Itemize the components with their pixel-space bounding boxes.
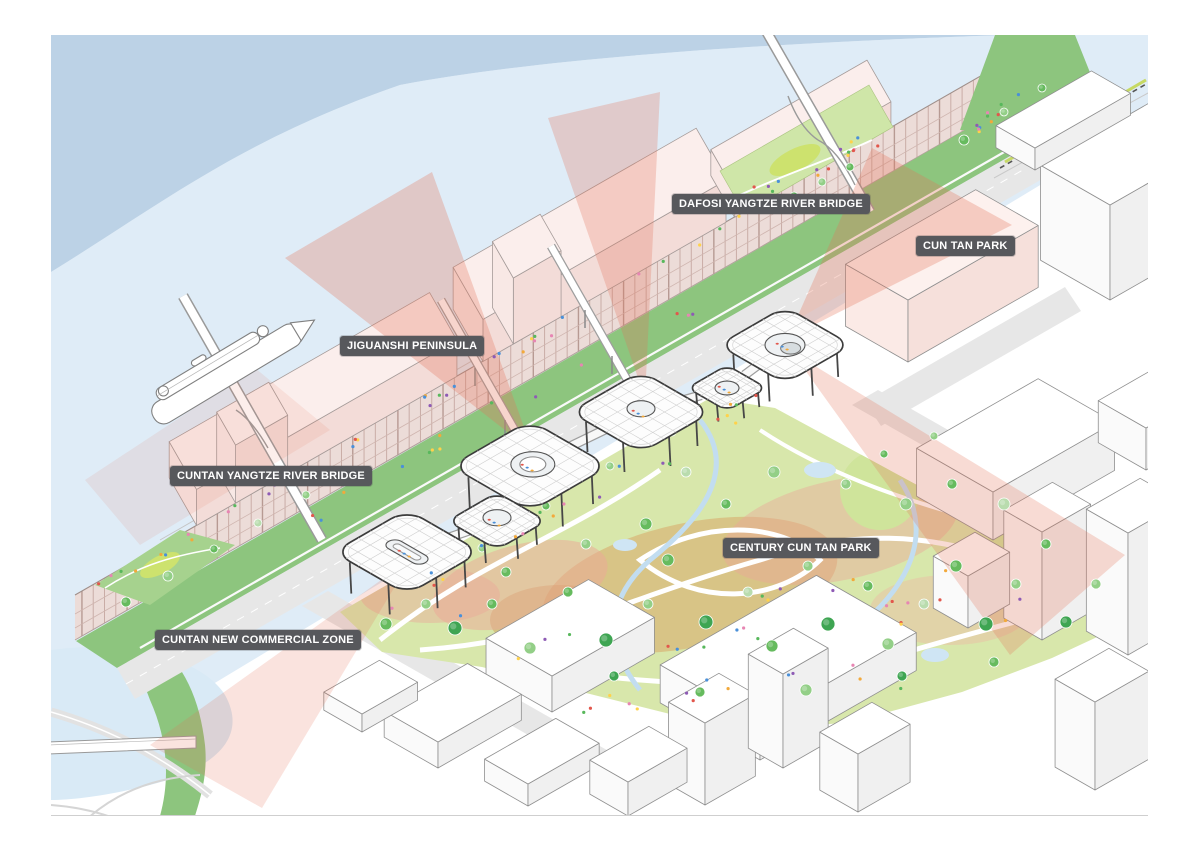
- dafosi-yangtze-river-bridge: [762, 35, 875, 215]
- park-trees: [120, 83, 1102, 698]
- label-cun-tan-park: CUN TAN PARK: [916, 236, 1015, 256]
- sightline-beams: [85, 92, 1125, 808]
- inlet-and-creek: [51, 635, 233, 816]
- cuntan-yangtze-river-bridge: [178, 293, 327, 543]
- label-cuntan-yangtze-river-bridge: CUNTAN YANGTZE RIVER BRIDGE: [170, 466, 372, 486]
- cruise-ship-illustration: [151, 319, 316, 425]
- label-dafosi-yangtze-river-bridge: DAFOSI YANGTZE RIVER BRIDGE: [672, 194, 870, 214]
- people-dots: [97, 93, 1022, 714]
- label-jiguanshi-peninsula: JIGUANSHI PENINSULA: [340, 336, 485, 356]
- label-cuntan-new-commercial-zone: CUNTAN NEW COMMERCIAL ZONE: [155, 630, 361, 650]
- riverbank-green: [76, 35, 1115, 668]
- canopy-structures: [333, 307, 851, 595]
- wharf-roof-gardens: [95, 84, 894, 605]
- label-century-cun-tan-park: CENTURY CUN TAN PARK: [723, 538, 879, 558]
